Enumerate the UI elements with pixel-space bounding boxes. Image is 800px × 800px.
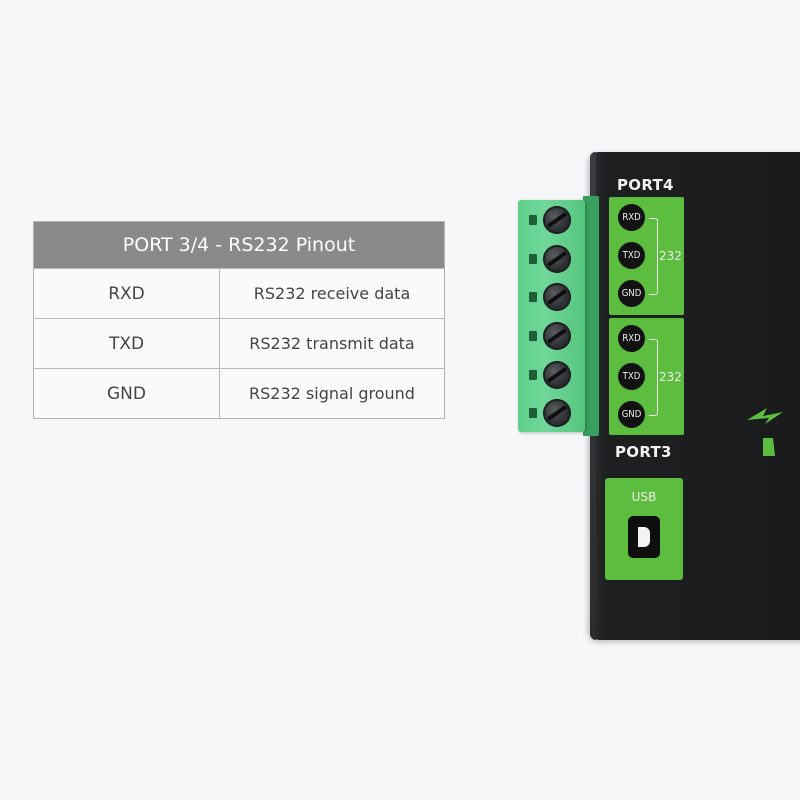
- port3-pin-gnd: GND: [618, 401, 645, 428]
- port3-bus-label: 232: [658, 370, 683, 384]
- table-row: GND RS232 signal ground: [34, 368, 444, 418]
- usb-label: USB: [631, 490, 657, 504]
- table-row: TXD RS232 transmit data: [34, 318, 444, 368]
- port4-pin-gnd: GND: [618, 280, 645, 307]
- port4-pin-rxd: RXD: [618, 204, 645, 231]
- usb-port-icon[interactable]: [628, 516, 660, 558]
- usb-port-contact: [638, 527, 650, 547]
- pinout-table: PORT 3/4 - RS232 Pinout RXD RS232 receiv…: [33, 221, 445, 419]
- terminal-slot: [529, 331, 537, 341]
- terminal-block-back: [583, 196, 599, 436]
- port4-pin-txd: TXD: [618, 242, 645, 269]
- port3-label: PORT3: [615, 443, 672, 461]
- screw-terminal-icon[interactable]: [543, 322, 571, 350]
- pin-description: RS232 transmit data: [249, 334, 415, 353]
- screw-terminal-icon[interactable]: [543, 206, 571, 234]
- terminal-slot: [529, 370, 537, 380]
- terminal-slot: [529, 254, 537, 264]
- pin-name: RXD: [34, 269, 220, 318]
- pinout-table-title: PORT 3/4 - RS232 Pinout: [34, 222, 444, 268]
- screw-terminal-icon[interactable]: [543, 361, 571, 389]
- port4-bus-label: 232: [658, 249, 683, 263]
- screw-terminal-block: [518, 200, 585, 432]
- usb-panel: USB: [605, 478, 683, 580]
- pin-name: TXD: [34, 319, 220, 368]
- port4-panel: RXD TXD GND 232: [609, 197, 684, 315]
- screw-terminal-icon[interactable]: [543, 283, 571, 311]
- port4-label: PORT4: [617, 176, 674, 194]
- pin-description: RS232 receive data: [253, 284, 411, 303]
- terminal-slot: [529, 292, 537, 302]
- table-row: RXD RS232 receive data: [34, 268, 444, 318]
- screw-terminal-icon[interactable]: [543, 399, 571, 427]
- port3-pin-rxd: RXD: [618, 325, 645, 352]
- port3-bracket: [649, 339, 658, 416]
- port4-bracket: [649, 218, 658, 295]
- terminal-slot: [529, 408, 537, 418]
- pin-name: GND: [34, 369, 220, 418]
- terminal-slot: [529, 215, 537, 225]
- pin-description: RS232 signal ground: [249, 384, 415, 403]
- screw-terminal-icon[interactable]: [543, 245, 571, 273]
- brand-logo-icon: [747, 408, 783, 456]
- port3-panel: RXD TXD GND 232: [609, 318, 684, 435]
- port3-pin-txd: TXD: [618, 363, 645, 390]
